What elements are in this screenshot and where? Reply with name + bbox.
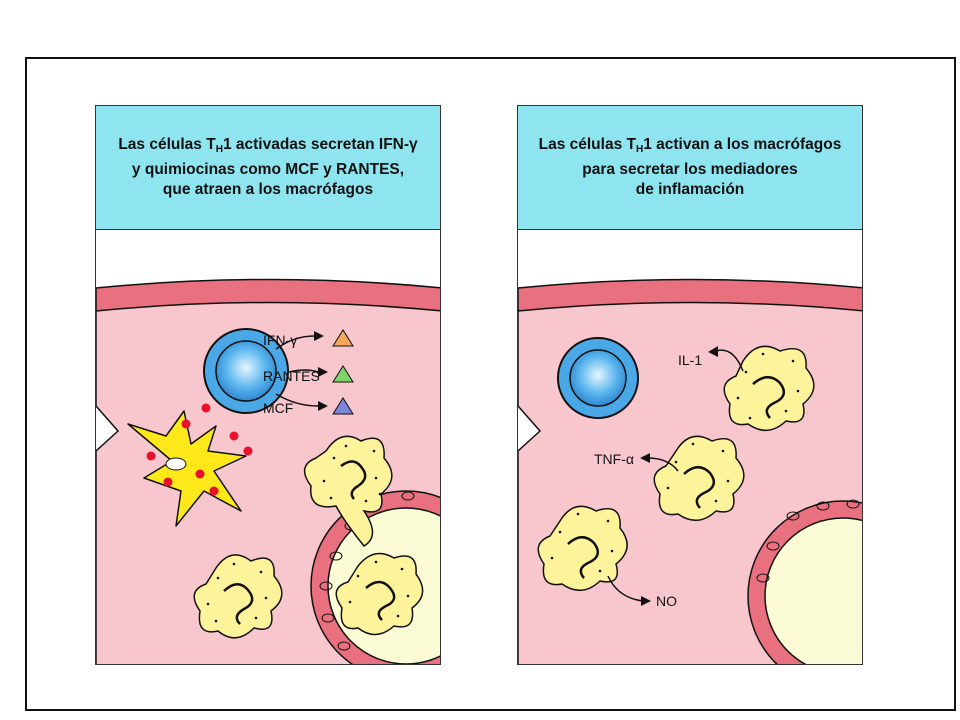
- macrophage: [303, 435, 393, 547]
- right-panel: Las células TH1 activan a los macrófagos…: [517, 105, 863, 665]
- macrophage: [193, 554, 283, 639]
- vessel-wall: [96, 278, 440, 312]
- th1-lymphocyte: [203, 328, 289, 414]
- title-text: 1 activadas secretan IFN-γ: [222, 136, 418, 153]
- arrowhead-icon: [318, 367, 328, 377]
- title-text: Las células T: [538, 136, 636, 153]
- title-text: 1 activan a los macrófagos: [643, 136, 842, 153]
- left-panel-header: Las células TH1 activadas secretan IFN-γ…: [96, 106, 440, 230]
- label-ifn-gamma: IFN-γ: [263, 332, 298, 348]
- title-text: Las células T: [118, 136, 216, 153]
- header-line-1: Las células TH1 activan a los macrófagos: [539, 135, 842, 160]
- right-scene: [518, 278, 862, 664]
- arrowhead-icon: [314, 331, 324, 341]
- header-line-2: para secretar los mediadores: [582, 161, 798, 178]
- secretion-arrows: [275, 335, 319, 407]
- header-line-1: Las células TH1 activadas secretan IFN-γ: [118, 135, 417, 160]
- title-subscript: H: [635, 144, 644, 155]
- rantes-triangle-icon: [332, 365, 354, 383]
- ifn-gamma-triangle-icon: [332, 329, 354, 347]
- macrophage: [653, 435, 745, 521]
- label-mcf: MCF: [263, 400, 294, 416]
- label-il-1: IL-1: [678, 352, 703, 368]
- label-tnf-alpha: TNF-α: [594, 451, 634, 467]
- mcf-triangle-icon: [332, 397, 354, 415]
- macrophage: [537, 505, 628, 591]
- mediator-arrows: [607, 349, 744, 602]
- label-no: NO: [656, 593, 677, 609]
- arrowhead-icon: [640, 453, 650, 463]
- th1-lymphocyte: [557, 337, 639, 419]
- left-scene: [96, 278, 440, 664]
- header-line-3: de inflamación: [635, 181, 745, 198]
- lower-vessel: [747, 499, 862, 664]
- right-panel-header: Las células TH1 activan a los macrófagos…: [518, 106, 862, 230]
- header-line-2: y quimiocinas como MCF y RANTES,: [131, 161, 405, 178]
- header-line-3: que atraen a los macrófagos: [162, 181, 374, 198]
- label-rantes: RANTES: [263, 368, 320, 384]
- left-panel: Las células TH1 activadas secretan IFN-γ…: [95, 105, 441, 665]
- title-subscript: H: [215, 144, 223, 155]
- macrophage: [335, 552, 424, 636]
- arrowhead-icon: [708, 346, 718, 357]
- arrowhead-icon: [318, 401, 328, 411]
- macrophage: [723, 345, 815, 431]
- dendritic-cell: [127, 403, 253, 527]
- vessel-wall: [518, 278, 862, 312]
- arrowhead-icon: [641, 596, 651, 606]
